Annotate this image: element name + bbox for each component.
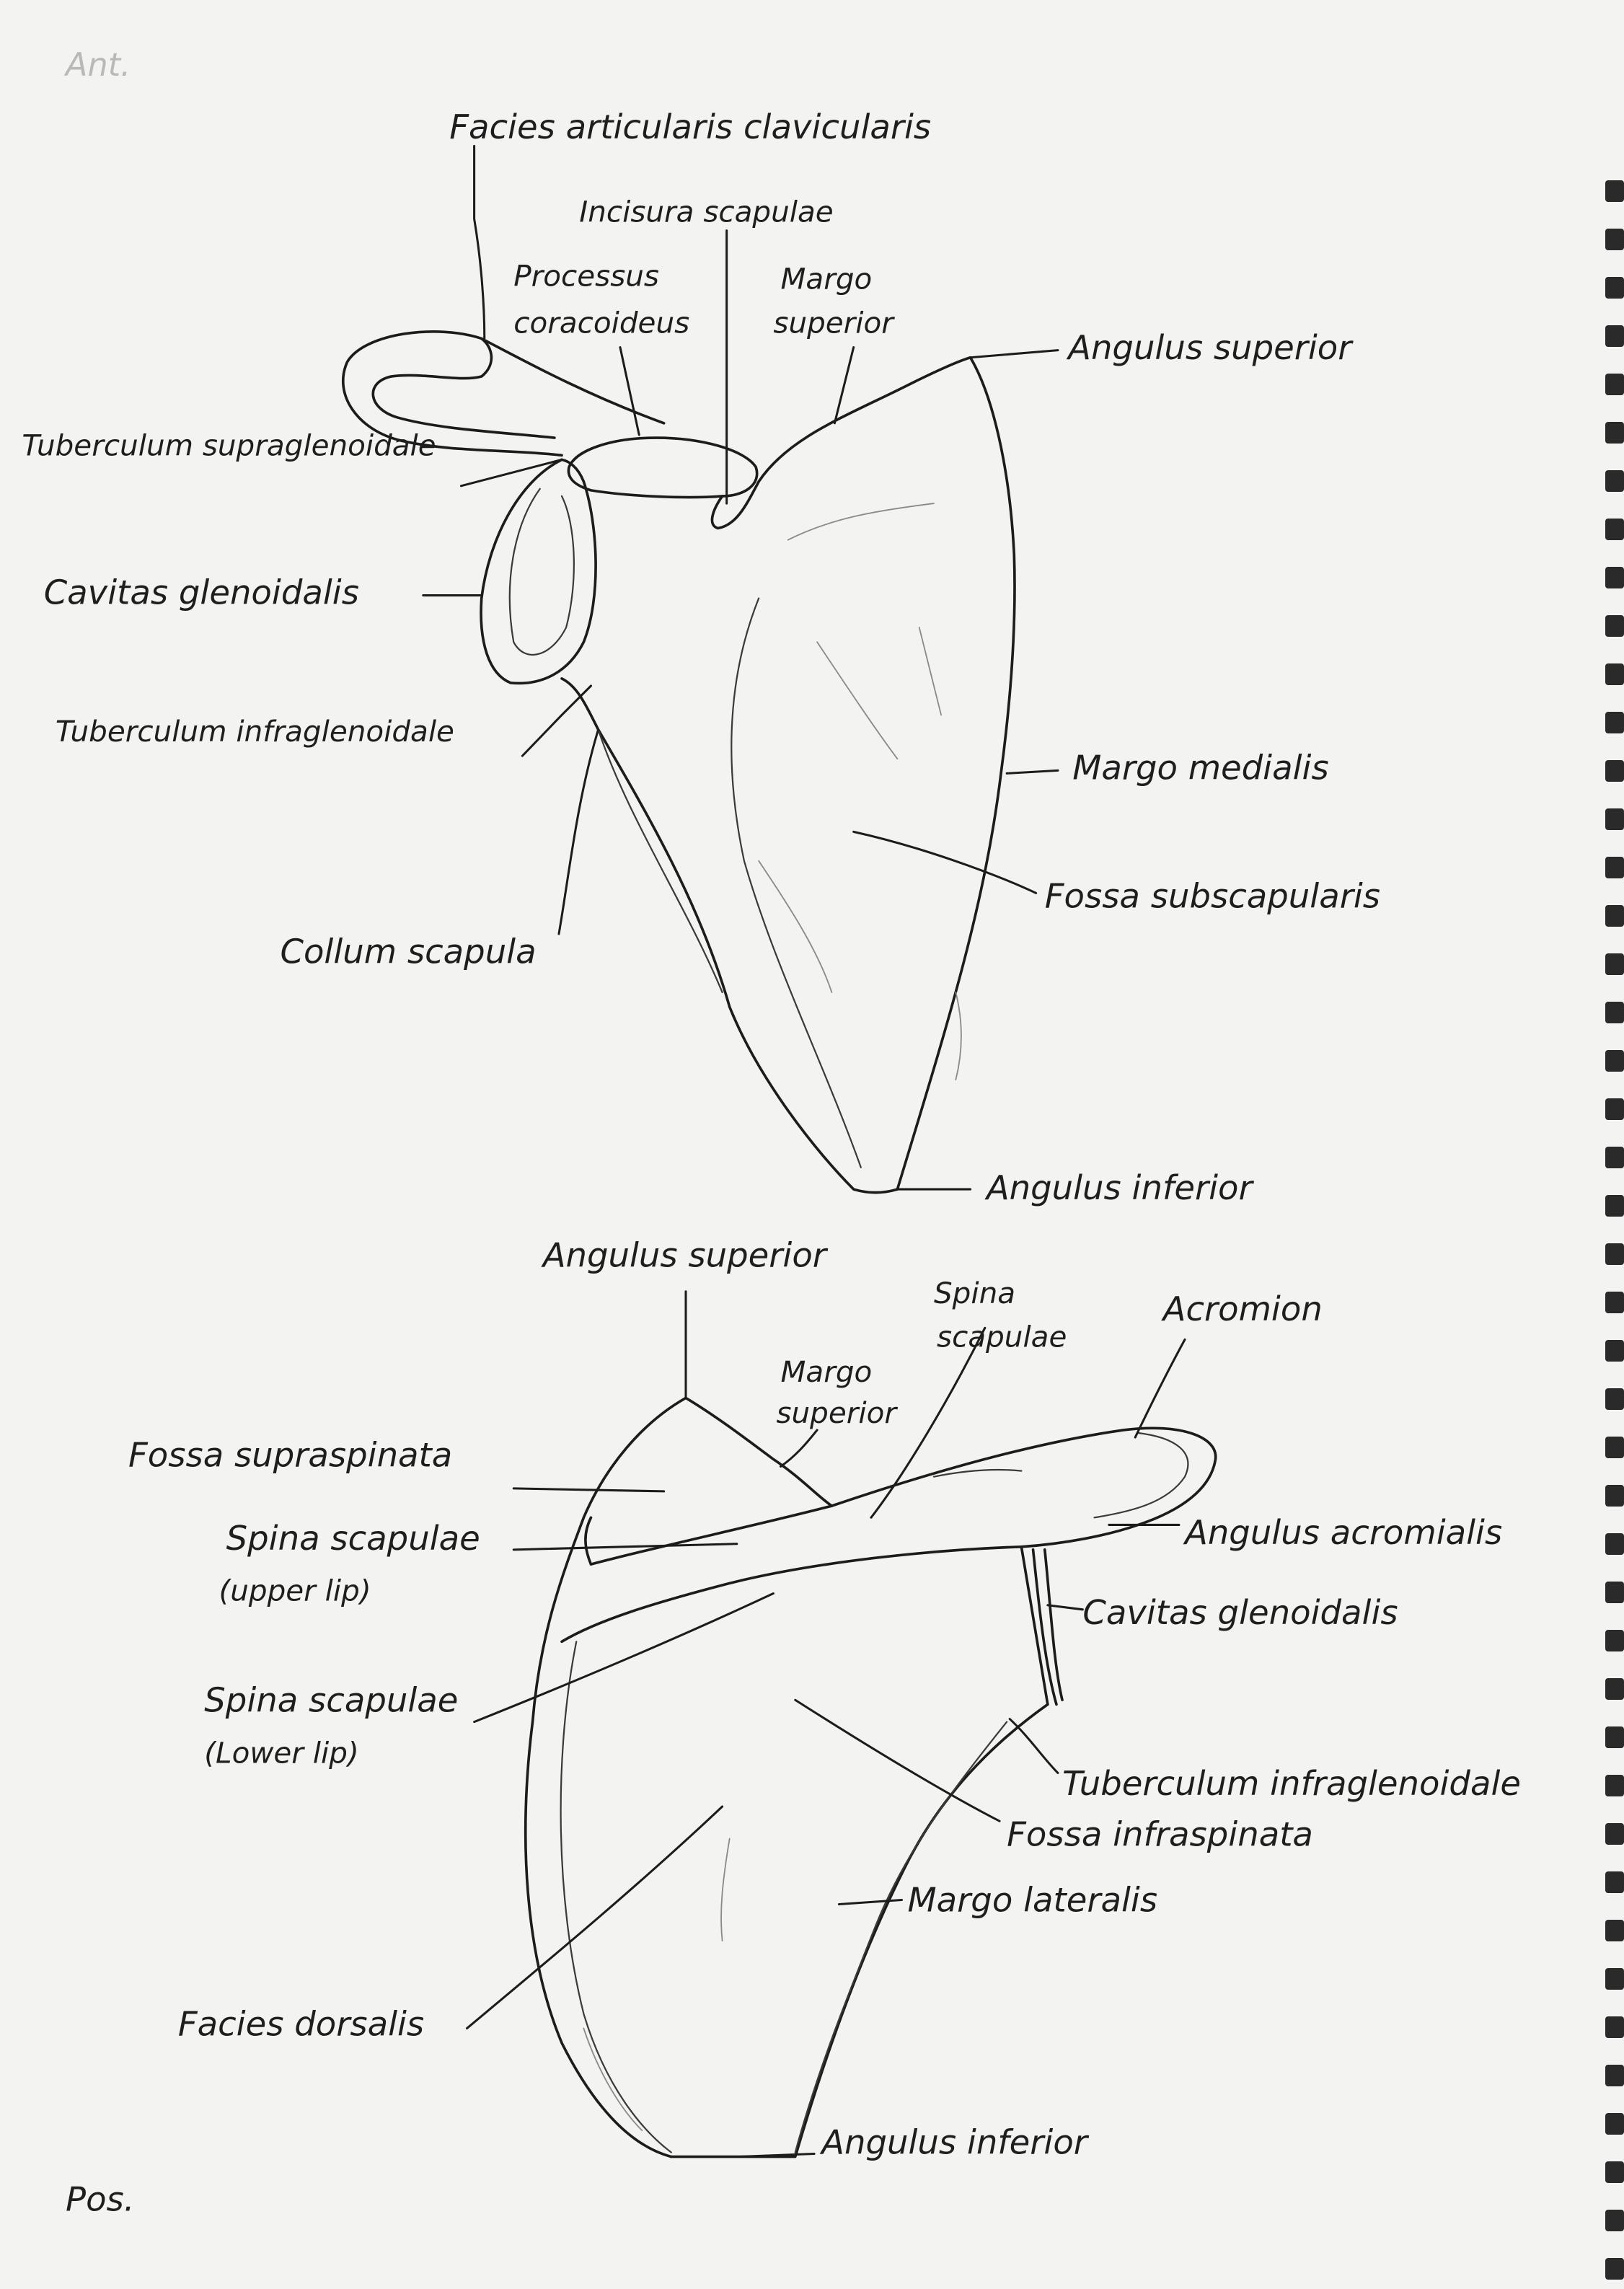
- binding-hole: [1605, 470, 1624, 492]
- corner-label-anterior: Ant.: [63, 47, 131, 84]
- label-tuberculum-supraglenoidale: Tuberculum supraglenoidale: [22, 428, 436, 462]
- anterior-scapula-drawing: [341, 330, 1016, 1194]
- label-lower-lip: (Lower lip): [204, 1735, 358, 1770]
- binding-hole: [1605, 1630, 1624, 1651]
- binding-hole: [1605, 1388, 1624, 1410]
- label-collum-scapula: Collum scapula: [280, 932, 536, 971]
- binding-hole: [1605, 277, 1624, 299]
- binding-hole: [1605, 1098, 1624, 1120]
- binding-hole: [1605, 1533, 1624, 1555]
- label-margo-lateralis: Margo lateralis: [908, 1881, 1158, 1920]
- label-margo: Margo: [781, 262, 873, 296]
- binding-hole: [1605, 2210, 1624, 2231]
- binding-hole: [1605, 857, 1624, 878]
- binding-hole: [1605, 1437, 1624, 1458]
- binding-hole: [1605, 2016, 1624, 2038]
- label-angulus-acromialis: Angulus acromialis: [1183, 1513, 1502, 1552]
- binding-hole: [1605, 663, 1624, 685]
- label-tuberculum-infraglenoidale-posterior: Tuberculum infraglenoidale: [1062, 1764, 1521, 1803]
- binding-hole: [1605, 2113, 1624, 2135]
- label-fossa-supraspinata: Fossa supraspinata: [128, 1436, 452, 1475]
- binding-hole: [1605, 1050, 1624, 1072]
- binding-hole: [1605, 1823, 1624, 1845]
- label-angulus-inferior: Angulus inferior: [984, 1168, 1255, 1207]
- binding-hole: [1605, 422, 1624, 444]
- binding-hole: [1605, 229, 1624, 250]
- label-upper-lip: (upper lip): [219, 1574, 371, 1608]
- label-angulus-superior: Angulus superior: [1066, 328, 1354, 367]
- binding-hole: [1605, 567, 1624, 588]
- binding-hole: [1605, 180, 1624, 202]
- label-processus: Processus: [513, 259, 659, 294]
- binding-hole: [1605, 374, 1624, 395]
- label-margo-medialis: Margo medialis: [1072, 748, 1328, 787]
- label-spina-scapulae-upper: Spina scapulae: [226, 1519, 480, 1558]
- binding-hole: [1605, 1871, 1624, 1893]
- label-superior: superior: [773, 305, 895, 340]
- binding-hole: [1605, 1243, 1624, 1265]
- binding-hole: [1605, 1002, 1624, 1023]
- binding-hole: [1605, 1775, 1624, 1796]
- posterior-labels: Angulus superior Spina scapulae Acromion…: [128, 1235, 1521, 2161]
- anterior-labels: Facies articularis clavicularis Incisura…: [22, 107, 1380, 1207]
- binding-hole: [1605, 325, 1624, 347]
- label-tuberculum-infraglenoidale: Tuberculum infraglenoidale: [56, 714, 454, 749]
- corner-label-posterior: Pos.: [66, 2179, 135, 2218]
- label-angulus-superior-posterior: Angulus superior: [541, 1235, 829, 1274]
- label-spina-scapulae-lower: Spina scapulae: [204, 1680, 458, 1719]
- binding-hole: [1605, 1968, 1624, 1990]
- label-superior-posterior: superior: [776, 1395, 898, 1430]
- binding-hole: [1605, 953, 1624, 975]
- binding-hole: [1605, 1147, 1624, 1168]
- binding-hole: [1605, 615, 1624, 637]
- binding-hole: [1605, 2161, 1624, 2183]
- binding-hole: [1605, 1726, 1624, 1748]
- binding-hole: [1605, 1920, 1624, 1941]
- label-facies-dorsalis: Facies dorsalis: [178, 2005, 424, 2044]
- label-spina: Spina: [934, 1276, 1015, 1310]
- label-acromion: Acromion: [1161, 1289, 1323, 1328]
- anterior-leader-lines: [422, 144, 1059, 1191]
- label-margo-posterior: Margo: [781, 1354, 873, 1389]
- spiral-binding-holes: [1605, 180, 1624, 2280]
- binding-hole: [1605, 1292, 1624, 1313]
- label-facies-articularis-clavicularis: Facies articularis clavicularis: [449, 107, 931, 146]
- binding-hole: [1605, 1340, 1624, 1362]
- label-cavitas-glenoidalis: Cavitas glenoidalis: [44, 573, 359, 612]
- binding-hole: [1605, 1485, 1624, 1507]
- binding-hole: [1605, 808, 1624, 830]
- binding-hole: [1605, 1678, 1624, 1700]
- label-fossa-infraspinata: Fossa infraspinata: [1007, 1815, 1313, 1854]
- binding-hole: [1605, 2065, 1624, 2086]
- binding-hole: [1605, 2258, 1624, 2280]
- posterior-leader-lines: [465, 1290, 1186, 2158]
- binding-hole: [1605, 1195, 1624, 1217]
- label-fossa-subscapularis: Fossa subscapularis: [1045, 877, 1380, 916]
- binding-hole: [1605, 1582, 1624, 1603]
- posterior-scapula-drawing: [524, 1396, 1217, 2158]
- binding-hole: [1605, 712, 1624, 733]
- label-incisura-scapulae: Incisura scapulae: [579, 195, 833, 229]
- label-scapulae: scapulae: [937, 1320, 1067, 1354]
- label-cavitas-glenoidalis-posterior: Cavitas glenoidalis: [1082, 1593, 1398, 1632]
- binding-hole: [1605, 519, 1624, 540]
- binding-hole: [1605, 760, 1624, 782]
- label-angulus-inferior-posterior: Angulus inferior: [819, 2123, 1090, 2162]
- binding-hole: [1605, 905, 1624, 927]
- label-coracoideus: coracoideus: [513, 305, 689, 340]
